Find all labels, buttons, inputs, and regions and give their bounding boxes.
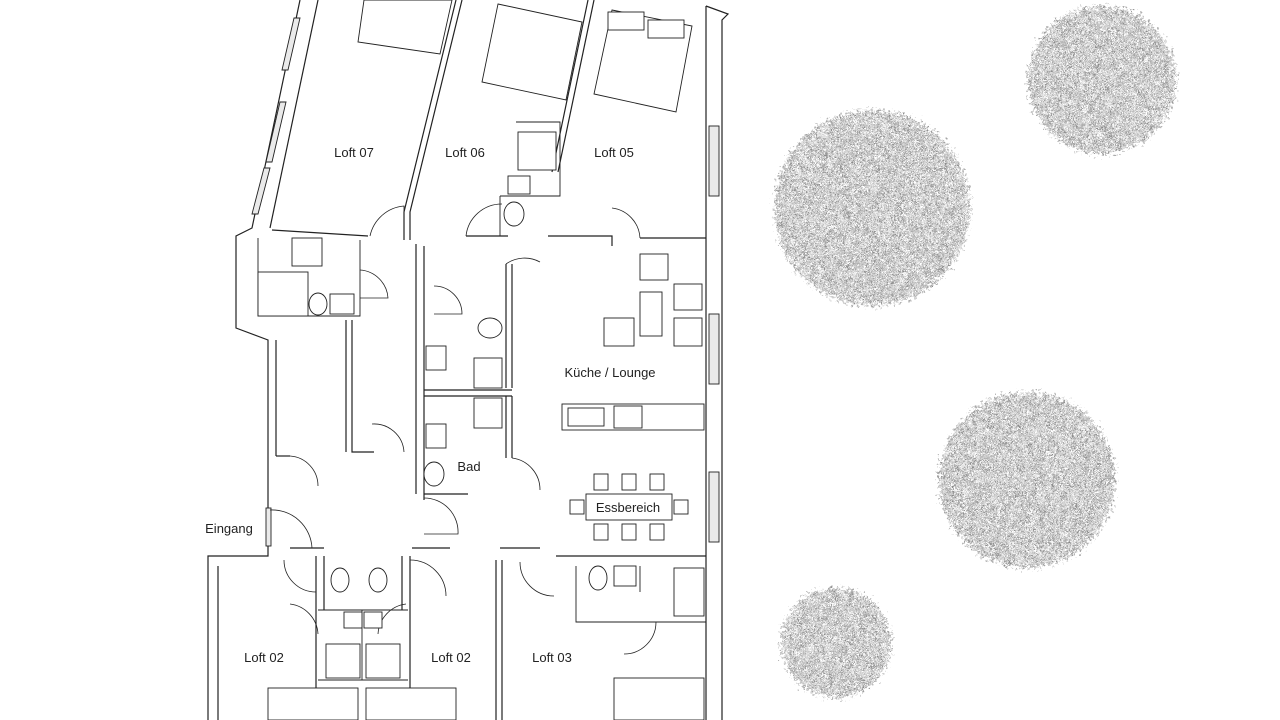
room-label-loft02-right: Loft 02	[431, 650, 471, 665]
room-label-loft07: Loft 07	[334, 145, 374, 160]
doors	[269, 203, 657, 655]
tree-top-right	[1028, 6, 1176, 154]
room-label-loft06: Loft 06	[445, 145, 485, 160]
room-label-bath: Bad	[457, 459, 480, 474]
label-entrance: Eingang	[205, 521, 253, 536]
interior-walls	[257, 0, 706, 720]
windows-west	[251, 17, 301, 547]
tree-upper-left	[774, 110, 970, 306]
windows-east	[708, 125, 720, 543]
room-label-dining: Essbereich	[596, 500, 660, 515]
room-label-loft02-left: Loft 02	[244, 650, 284, 665]
exterior-walls	[207, 0, 730, 720]
tree-bottom-left	[781, 588, 891, 698]
furniture	[257, 0, 705, 720]
room-label-kitchen-lounge: Küche / Lounge	[564, 365, 655, 380]
tree-middle-right	[939, 392, 1115, 568]
room-label-loft05: Loft 05	[594, 145, 634, 160]
room-label-loft03: Loft 03	[532, 650, 572, 665]
